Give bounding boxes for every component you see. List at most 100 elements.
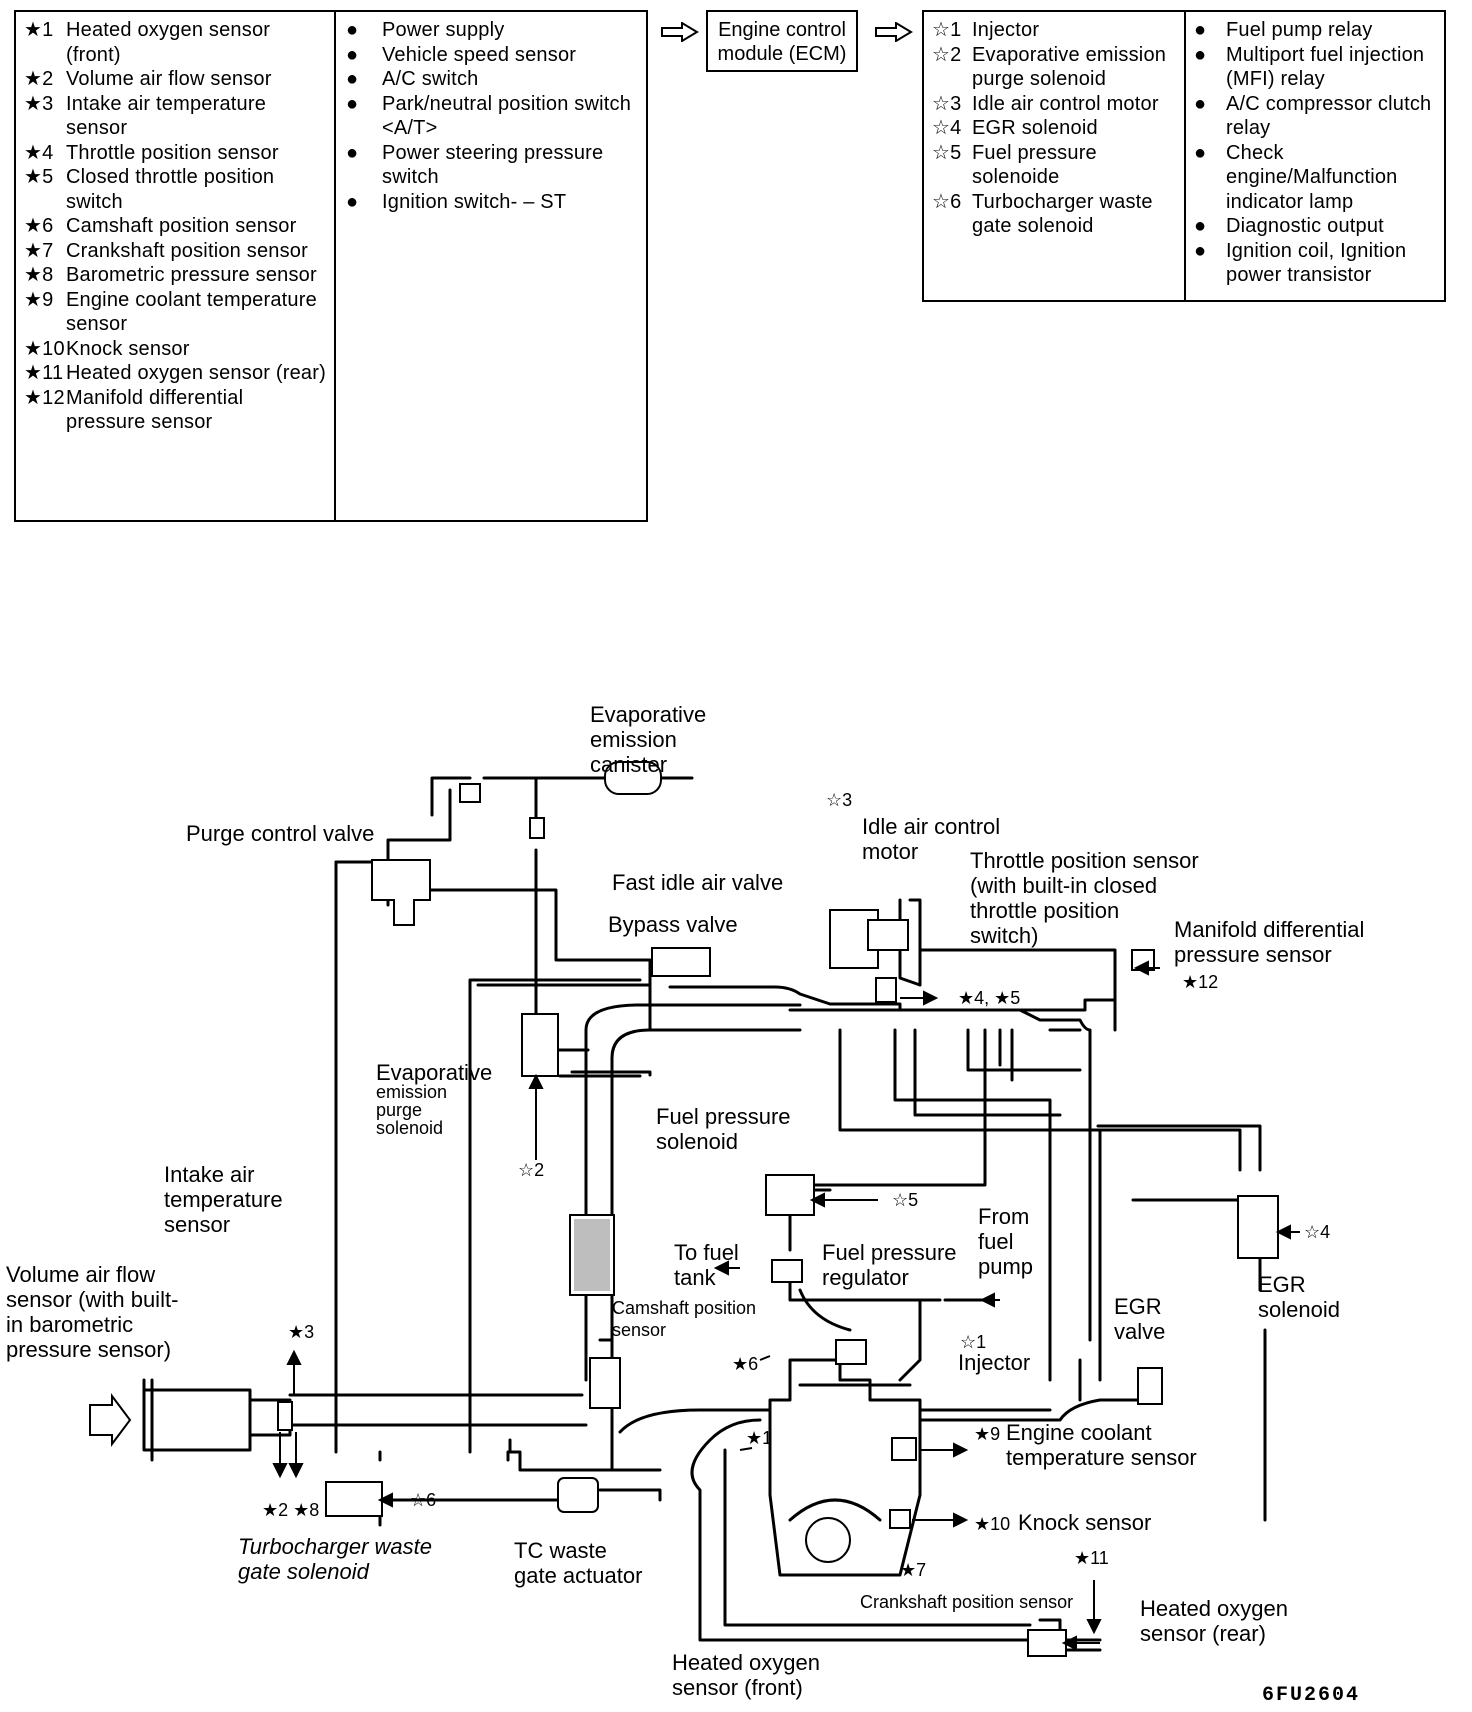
check-valve-icon	[459, 783, 481, 803]
actuator-item-marker: ☆3	[932, 92, 962, 115]
injector-icon	[835, 1339, 867, 1365]
sensor-item-row: ★4 Throttle position sensor	[24, 141, 328, 166]
intake-tube	[288, 1393, 772, 1434]
input-item-marker: ●	[346, 43, 359, 66]
marker-s11: ★11	[1074, 1548, 1109, 1568]
sensor-column: ★1 Heated oxygen sensor (front) ★2 Volume a…	[16, 12, 334, 520]
actuator-item-marker: ☆5	[932, 141, 962, 164]
output-item-row: ●Ignition coil, Ignition power transisto…	[1194, 239, 1438, 288]
marker-a3: ☆3	[826, 790, 852, 810]
fast-idle-air-valve-icon	[867, 919, 909, 951]
sensor-item-marker: ★6	[24, 215, 54, 237]
output-other-column: ●Fuel pump relay●Multiport fuel injectio…	[1184, 12, 1446, 300]
sensor-item-text: Throttle position sensor	[66, 141, 279, 164]
evap-purge-solenoid-icon	[521, 1013, 559, 1077]
sensor-item-text: Heated oxygen sensor (front)	[66, 19, 271, 66]
sensor-item-marker: ★3	[24, 92, 54, 115]
output-item-text: Check engine/Malfunction indicator lamp	[1226, 141, 1398, 213]
fuel-pressure-regulator-icon	[771, 1259, 803, 1283]
actuator-item-text: Fuel pressure solenoide	[972, 141, 1097, 189]
sensor-item-marker: ★8	[24, 264, 54, 286]
output-item-row: ●Fuel pump relay	[1194, 18, 1438, 43]
marker-a6: ☆6	[410, 1490, 436, 1510]
label-purge-control-valve: Purge control valve	[186, 821, 374, 846]
evap-canister-icon	[604, 761, 662, 795]
sensor-item-row: ★2 Volume air flow sensor	[24, 67, 328, 92]
output-item-marker: ●	[1194, 19, 1207, 41]
input-other-column: ●Power supply●Vehicle speed sensor●A/C s…	[334, 12, 648, 520]
sensor-item-text: Knock sensor	[66, 337, 190, 360]
intercooler-icon	[569, 1214, 615, 1296]
figure-code: 6FU2604	[1262, 1684, 1360, 1707]
sensor-item-text: Engine coolant temperature sensor	[66, 288, 317, 336]
input-item-row: ●Power steering pressure switch	[346, 141, 642, 190]
label-knock-sensor: Knock sensor	[1018, 1510, 1151, 1535]
sensor-item-text: Heated oxygen sensor (rear)	[66, 362, 326, 384]
output-item-text: A/C compressor clutch relay	[1226, 92, 1432, 140]
input-item-text: Power supply	[382, 19, 505, 41]
label-crankshaft-position-sensor: Crankshaft position sensor	[860, 1592, 1073, 1612]
heated-oxygen-sensor-rear-icon	[1027, 1629, 1067, 1657]
actuator-item-row: ☆3 Idle air control motor	[932, 92, 1180, 117]
marker-a4: ☆4	[1304, 1222, 1330, 1242]
marker-a2: ☆2	[518, 1160, 544, 1180]
sensor-item-row: ★1 Heated oxygen sensor (front)	[24, 18, 328, 67]
label-throttle-position-sensor: Throttle position sensor(with built-in c…	[970, 848, 1199, 948]
input-item-row: ● Ignition switch- – ST	[346, 190, 642, 215]
throttle-position-sensor-icon	[875, 977, 897, 1003]
input-table: ★1 Heated oxygen sensor (front) ★2 Volume a…	[14, 10, 648, 522]
marker-s12: ★12	[1182, 972, 1218, 992]
sensor-item-marker: ★11	[24, 362, 64, 384]
sensor-item-text: Camshaft position sensor	[66, 215, 297, 237]
marker-s6: ★6	[732, 1354, 758, 1374]
sensor-item-row: ★8 Barometric pressure sensor	[24, 263, 328, 288]
actuator-item-text: EGR solenoid	[972, 117, 1098, 139]
air-inlet-arrow-icon	[89, 1393, 132, 1447]
marker-s1: ★1	[746, 1428, 772, 1448]
actuator-item-text: Idle air control motor	[972, 92, 1159, 115]
input-item-text: A/C switch	[382, 68, 479, 90]
crankshaft-icon	[805, 1517, 851, 1563]
input-item-row: ●Park/neutral position switch <A/T>	[346, 92, 642, 141]
sensor-item-marker: ★4	[24, 141, 54, 164]
marker-a5: ☆5	[892, 1190, 918, 1210]
input-item-marker: ●	[346, 68, 359, 90]
sensor-item-text: Barometric pressure sensor	[66, 264, 317, 286]
output-item-marker: ●	[1194, 141, 1207, 164]
actuator-item-marker: ☆2	[932, 43, 962, 66]
sensor-item-text: Volume air flow sensor	[66, 68, 272, 90]
actuator-item-row: ☆4 EGR solenoid	[932, 116, 1180, 141]
sensor-item-marker: ★2	[24, 68, 54, 90]
input-item-text: Park/neutral position switch <A/T>	[382, 92, 632, 140]
input-item-marker: ●	[346, 190, 359, 213]
input-item-row: ● A/C switch	[346, 67, 642, 92]
sensor-item-marker: ★1	[24, 19, 54, 41]
marker-s4-s5: ★4, ★5	[958, 988, 1020, 1008]
actuator-item-marker: ☆4	[932, 117, 962, 139]
output-item-text: Diagnostic output	[1226, 215, 1384, 237]
vacuum-line-2	[468, 978, 642, 1454]
input-item-text: Vehicle speed sensor	[382, 43, 577, 66]
output-item-marker: ●	[1194, 215, 1207, 237]
input-item-text: Ignition switch- – ST	[382, 190, 567, 213]
sensor-item-marker: ★12	[24, 386, 65, 409]
knock-sensor-icon	[889, 1509, 911, 1529]
input-item-row: ●Power supply	[346, 18, 642, 43]
runner-1	[838, 1028, 1242, 1172]
